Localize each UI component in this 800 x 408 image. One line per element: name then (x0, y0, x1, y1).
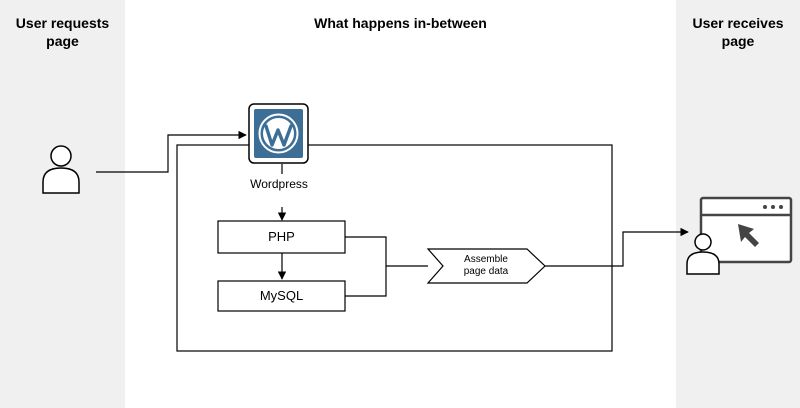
middle-column-title: What happens in-between (314, 15, 487, 31)
php-box (217, 220, 346, 254)
mysql-box (217, 280, 346, 312)
right-column-title: User receives page (692, 15, 784, 49)
assemble-label: Assemble page data (463, 254, 509, 277)
delivery-connector (545, 227, 689, 267)
merge-connector (345, 236, 428, 297)
left-column-title: User requests page (15, 15, 110, 49)
left-column-background (0, 0, 125, 408)
requesting-user-icon (42, 145, 80, 194)
wordpress-label: Wordpress (250, 177, 308, 191)
php-label: PHP (268, 229, 295, 244)
mysql-label: MySQL (259, 288, 304, 303)
assemble-shape (426, 248, 546, 284)
process-container (176, 144, 613, 352)
receiving-user-icon (686, 233, 720, 275)
request-connector (96, 130, 247, 173)
cursor-arrow-icon (738, 224, 759, 247)
wordpress-logo-icon (248, 103, 309, 164)
